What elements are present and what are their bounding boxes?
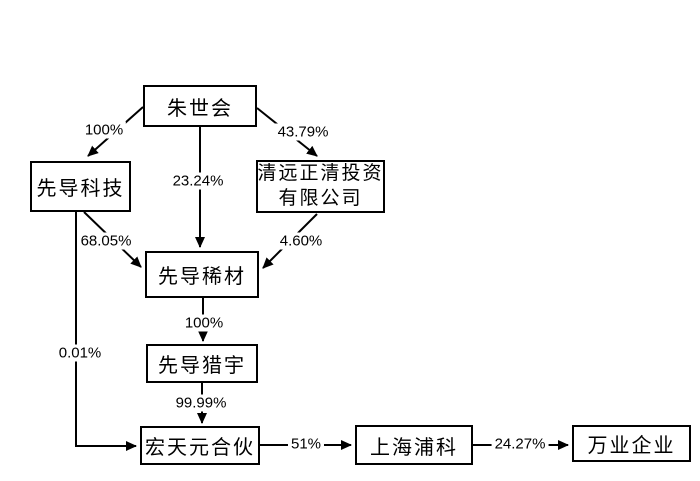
node-zhushihui: 朱世会	[143, 85, 257, 127]
edge-label-qingyuan-to-xiandao-ximat: 4.60%	[276, 232, 326, 250]
edge-label-zhushihui-to-xiandao-tech: 100%	[81, 121, 127, 139]
node-zhushihui-label: 朱世会	[167, 97, 233, 120]
node-wanye-label: 万业企业	[587, 435, 676, 457]
node-hongtianyuan: 宏天元合伙	[140, 426, 260, 465]
node-xiandao-tech-label: 先导科技	[36, 178, 125, 200]
edge-label-hongtianyuan-to-shanghai-puke: 51%	[287, 435, 325, 453]
edge-label-zhushihui-to-qingyuan: 43.79%	[274, 123, 332, 141]
edge-label-shanghai-puke-to-wanye: 24.27%	[491, 435, 549, 453]
edge-label-xiandao-tech-to-hongtianyuan: 0.01%	[55, 344, 105, 362]
node-xiandao-lieyu-label: 先导猎宇	[158, 355, 246, 377]
edge-label-xiandao-lieyu-to-hongtianyuan: 99.99%	[172, 394, 230, 412]
node-shanghai-puke-label: 上海浦科	[370, 436, 458, 459]
node-qingyuan-label-line2: 有限公司	[278, 187, 363, 209]
edge-xiandao-tech-to-hongtianyuan	[75, 212, 137, 451]
node-xiandao-tech: 先导科技	[30, 161, 131, 212]
node-xiandao-ximat-label: 先导稀材	[158, 266, 246, 288]
node-xiandao-lieyu: 先导猎宇	[146, 344, 258, 383]
node-hongtianyuan-label: 宏天元合伙	[145, 437, 255, 459]
node-qingyuan-zhengqing: 清远正清投资 有限公司	[256, 160, 385, 213]
node-shanghai-puke: 上海浦科	[355, 425, 473, 465]
edge-label-zhushihui-to-xiandao-ximat: 23.24%	[169, 172, 227, 190]
node-wanye: 万业企业	[572, 425, 691, 462]
node-qingyuan-label-line1: 清远正清投资	[257, 162, 384, 184]
edge-label-xiandao-ximat-to-xiandao-lieyu: 100%	[181, 314, 227, 332]
node-xiandao-ximat: 先导稀材	[145, 251, 259, 298]
edge-label-xiandao-tech-to-xiandao-ximat: 68.05%	[77, 232, 135, 250]
